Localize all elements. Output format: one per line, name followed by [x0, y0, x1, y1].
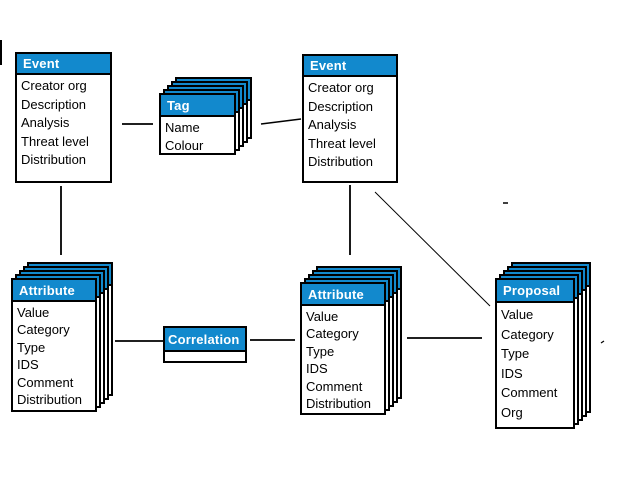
field-list: Value Category Type IDS Comment Distribu… [302, 306, 384, 414]
field-label: Value [501, 307, 534, 322]
attribute-middle-node: Attribute Value Category Type IDS Commen… [300, 266, 402, 415]
field-label: Description [21, 96, 87, 112]
field-label: Value [306, 309, 339, 324]
connector-tag-event-right [260, 118, 302, 125]
entity-card: Tag Name Colour [159, 93, 236, 155]
entity-card: Event Creator org Description Analysis T… [302, 54, 398, 183]
field-label: Colour [165, 138, 204, 153]
field-label: Distribution [21, 152, 87, 167]
proposal-node: Proposal Value Category Type IDS Comment… [495, 262, 591, 429]
entity-card: Attribute Value Category Type IDS Commen… [300, 282, 386, 415]
tag-node: Tag Name Colour [159, 77, 252, 155]
field-label: Comment [306, 378, 363, 394]
entity-card: Proposal Value Category Type IDS Comment… [495, 278, 575, 429]
entity-card: Correlation [163, 326, 247, 363]
field-label: Creator org [21, 78, 87, 93]
field-list: Creator org Description Analysis Threat … [17, 75, 110, 172]
node-title: Attribute [13, 280, 95, 302]
node-title: Attribute [302, 284, 384, 306]
field-label: Type [306, 343, 335, 359]
node-title: Event [304, 56, 396, 77]
field-label: Distribution [17, 392, 83, 408]
field-label: Threat level [21, 133, 89, 149]
field-label: Type [501, 346, 530, 361]
entity-card: Event Creator org Description Analysis T… [15, 52, 112, 183]
field-list [165, 352, 245, 359]
event-left-node: Event Creator org Description Analysis T… [15, 52, 112, 183]
node-title: Tag [161, 95, 234, 117]
field-label: Comment [501, 385, 558, 400]
node-title: Correlation [165, 328, 245, 352]
field-list: Name Colour [161, 117, 234, 157]
field-label: IDS [501, 365, 523, 381]
field-label: Category [17, 322, 70, 338]
field-label: Creator org [308, 80, 374, 95]
attribute-left-node: Attribute Value Category Type IDS Commen… [11, 262, 113, 412]
field-label: Description [308, 98, 374, 114]
event-right-node: Event Creator org Description Analysis T… [302, 54, 398, 183]
field-label: Org [501, 404, 523, 420]
stray-dot-mark [600, 340, 605, 344]
field-label: Analysis [308, 117, 357, 132]
field-label: Category [501, 326, 554, 342]
field-label: IDS [306, 361, 328, 377]
field-list: Value Category Type IDS Comment Org [497, 303, 573, 424]
field-label: Distribution [306, 396, 372, 412]
field-label: Analysis [21, 115, 70, 130]
correlation-node: Correlation [163, 326, 247, 363]
field-label: Value [17, 305, 50, 320]
field-label: Category [306, 326, 359, 342]
node-title: Proposal [497, 280, 573, 303]
node-title: Event [17, 54, 110, 75]
field-label: Name [165, 120, 200, 135]
field-label: Distribution [308, 154, 374, 169]
field-label: Type [17, 339, 46, 355]
connector-event-right-proposal [374, 191, 491, 307]
field-list: Value Category Type IDS Comment Distribu… [13, 302, 95, 410]
field-list: Creator org Description Analysis Threat … [304, 77, 396, 174]
field-label: Comment [17, 374, 74, 390]
field-label: Threat level [308, 135, 376, 151]
entity-card: Attribute Value Category Type IDS Commen… [11, 278, 97, 412]
field-label: IDS [17, 357, 39, 373]
